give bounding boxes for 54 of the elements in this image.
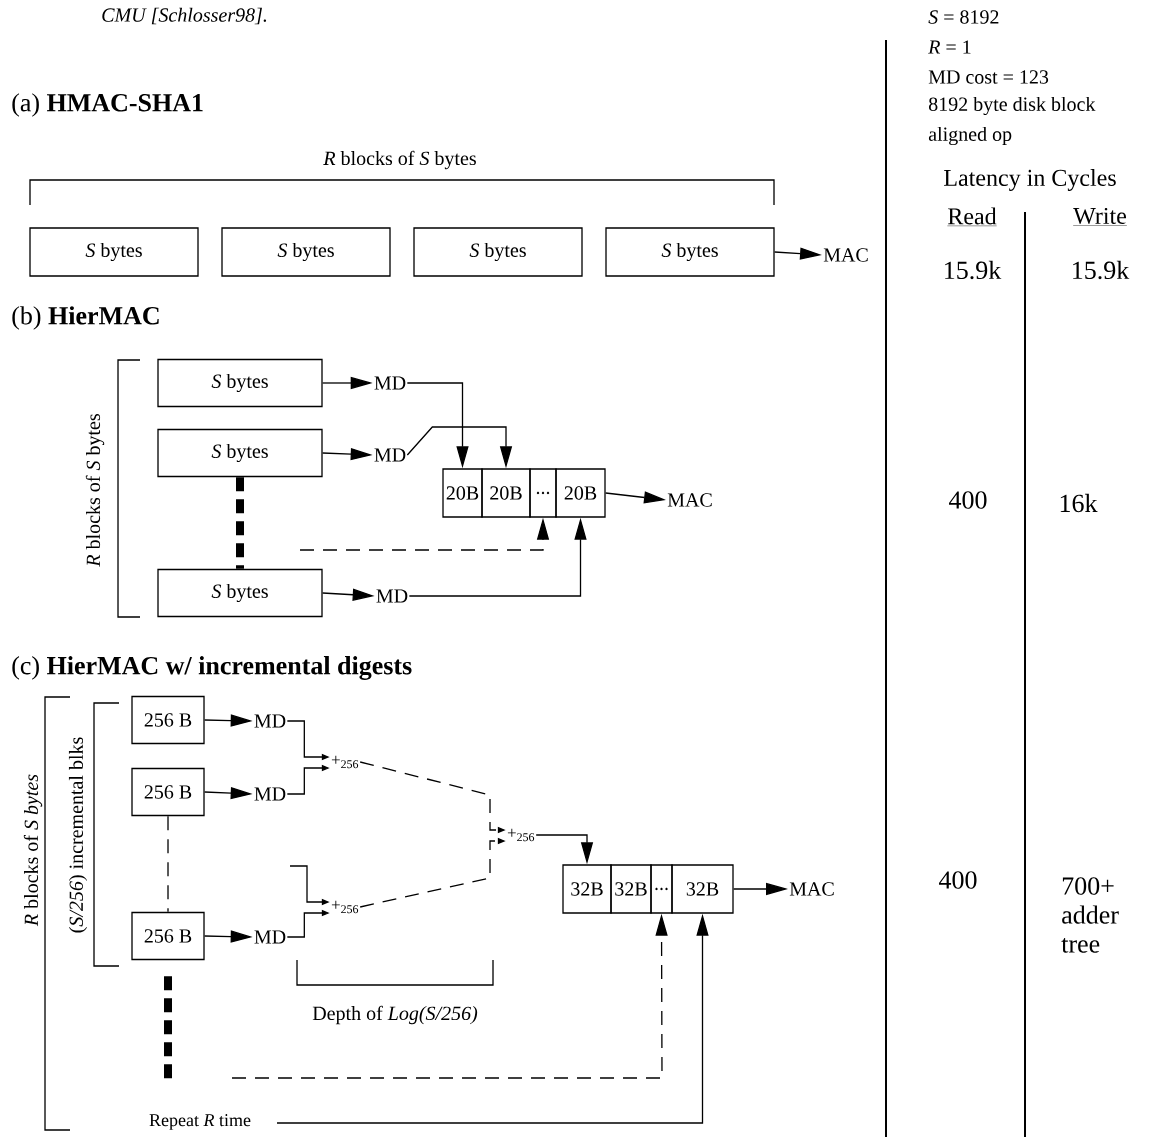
- node-label: +$_{256}$: [331, 755, 359, 769]
- panel-heading: (b) HierMAC: [12, 306, 159, 330]
- label-text: Repeat R time: [149, 1114, 251, 1130]
- label-text: S = 8192: [928, 10, 999, 24]
- panel-heading: (a) HMAC-SHA1: [12, 93, 203, 117]
- block-box: 256 B: [131, 767, 205, 817]
- label-text: 15.9k: [1073, 260, 1130, 280]
- label-text: Depth of Log(S/256): [312, 1005, 478, 1025]
- cell: 20B: [442, 468, 483, 518]
- node-label: MD: [376, 589, 408, 603]
- label-text: 400: [949, 491, 987, 509]
- block-box: S bytes: [413, 227, 583, 277]
- block-box: 256 B: [131, 911, 205, 961]
- block-box: 256 B: [131, 695, 205, 745]
- column-heading: Read: [947, 207, 997, 227]
- label-text: R blocks of S bytes: [85, 414, 105, 567]
- table-heading: Latency in Cycles: [944, 169, 1116, 191]
- block-box: S bytes: [29, 227, 199, 277]
- block-box: S bytes: [605, 227, 775, 277]
- label-text: 16k: [1060, 493, 1098, 513]
- cell: 32B: [671, 864, 734, 914]
- cell: 32B: [610, 864, 652, 914]
- node-label: MD: [254, 930, 286, 944]
- node-label: +$_{256}$: [507, 828, 535, 842]
- node-label: MD: [254, 714, 286, 728]
- node-label: MAC: [789, 882, 834, 896]
- node-label: +$_{256}$: [331, 900, 359, 914]
- column-heading: Write: [1072, 207, 1128, 226]
- label-text: R blocks of S bytes: [323, 150, 476, 170]
- cell: 20B: [481, 468, 531, 518]
- cell: ...: [529, 468, 557, 518]
- label-text: 8192 byte disk block: [928, 96, 1096, 116]
- block-box: S bytes: [157, 428, 323, 478]
- label-text: 400: [939, 871, 977, 889]
- block-box: S bytes: [157, 358, 323, 408]
- block-box: S bytes: [221, 227, 391, 277]
- cell: 20B: [555, 468, 606, 518]
- node-label: MAC: [667, 493, 712, 507]
- caption-text: CMU [Schlosser98].: [102, 7, 267, 25]
- cell: ...: [650, 864, 673, 914]
- label-text: R = 1: [928, 40, 971, 54]
- label-text: MD cost = 123: [928, 70, 1049, 84]
- cell: 32B: [562, 864, 612, 914]
- label-text: aligned op: [928, 126, 1012, 146]
- node-label: MD: [374, 448, 406, 462]
- node-label: MD: [374, 376, 406, 390]
- label-text: (S/256) incremental blks: [68, 737, 88, 933]
- block-box: S bytes: [157, 568, 323, 618]
- panel-heading: (c) HierMAC w/ incremental digests: [12, 656, 412, 680]
- label-text: R blocks of S bytes: [23, 774, 43, 927]
- node-label: MD: [254, 787, 286, 801]
- label-text: 15.9k: [945, 260, 1002, 280]
- node-label: MAC: [823, 248, 868, 262]
- label-text: 700+ adder tree: [1061, 877, 1119, 953]
